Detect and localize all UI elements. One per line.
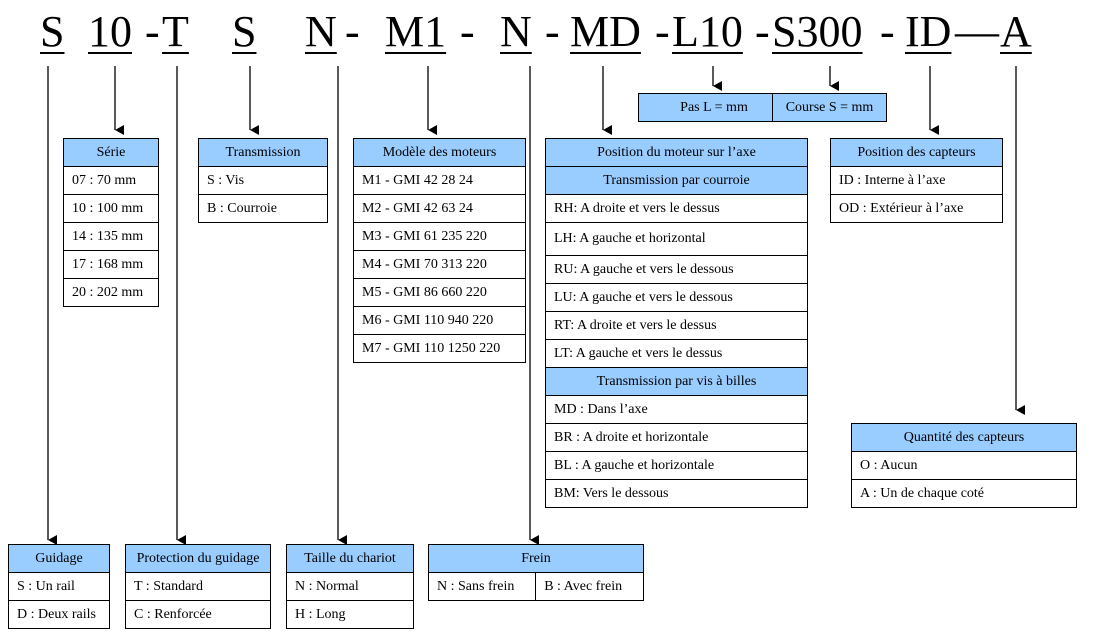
code-sep: - bbox=[545, 7, 560, 56]
frein-row: B : Avec frein bbox=[535, 572, 644, 601]
moteurs-title: Modèle des moteurs bbox=[353, 138, 526, 167]
capteurs-position-row: OD : Extérieur à l’axe bbox=[830, 194, 1003, 223]
vis-subtitle: Transmission par vis à billes bbox=[545, 367, 808, 396]
transmission-table: Transmission S : Vis B : Courroie bbox=[198, 138, 328, 223]
serie-row: 20 : 202 mm bbox=[63, 278, 159, 307]
serie-table: Série 07 : 70 mm 10 : 100 mm 14 : 135 mm… bbox=[63, 138, 159, 307]
code-sep: - bbox=[460, 7, 475, 56]
protection-table: Protection du guidage T : Standard C : R… bbox=[125, 544, 271, 629]
protection-title: Protection du guidage bbox=[125, 544, 271, 573]
serie-row: 10 : 100 mm bbox=[63, 194, 159, 223]
protection-row: C : Renforcée bbox=[125, 600, 271, 629]
courroie-row: RT: A droite et vers le dessus bbox=[545, 311, 808, 340]
code-sep: - bbox=[655, 7, 670, 56]
serie-row: 17 : 168 mm bbox=[63, 250, 159, 279]
code-sep: - bbox=[880, 7, 895, 56]
transmission-title: Transmission bbox=[198, 138, 328, 167]
moteurs-table: Modèle des moteurs M1 - GMI 42 28 24 M2 … bbox=[353, 138, 526, 363]
frein-table: Frein N : Sans frein B : Avec frein bbox=[427, 544, 644, 601]
code-pas: L10 bbox=[672, 7, 743, 56]
code-taille: N bbox=[305, 7, 337, 56]
guidage-table: Guidage S : Un rail D : Deux rails bbox=[8, 544, 110, 629]
moteurs-row: M4 - GMI 70 313 220 bbox=[353, 250, 526, 279]
guidage-row: D : Deux rails bbox=[8, 600, 110, 629]
code-serie: 10 bbox=[88, 7, 132, 56]
serie-title: Série bbox=[63, 138, 159, 167]
position-moteur-title: Position du moteur sur l’axe bbox=[545, 138, 808, 167]
transmission-row: B : Courroie bbox=[198, 194, 328, 223]
code-moteur: M1 bbox=[385, 7, 447, 56]
code-quantite-capteurs: A bbox=[1000, 7, 1032, 56]
code-course: S300 bbox=[772, 7, 863, 56]
serie-row: 07 : 70 mm bbox=[63, 166, 159, 195]
guidage-row: S : Un rail bbox=[8, 572, 110, 601]
code-sep: - bbox=[345, 7, 360, 56]
code-position-moteur: MD bbox=[570, 7, 641, 56]
code-transmission: S bbox=[232, 7, 257, 56]
capteurs-position-title: Position des capteurs bbox=[830, 138, 1003, 167]
transmission-row: S : Vis bbox=[198, 166, 328, 195]
vis-row: BL : A gauche et horizontale bbox=[545, 451, 808, 480]
vis-row: MD : Dans l’axe bbox=[545, 395, 808, 424]
capteurs-quantite-title: Quantité des capteurs bbox=[851, 423, 1077, 452]
code-sep: - bbox=[755, 7, 770, 56]
pas-box: Pas L = mm bbox=[638, 93, 790, 122]
capteurs-quantite-table: Quantité des capteurs O : Aucun A : Un d… bbox=[851, 423, 1077, 508]
vis-row: BM: Vers le dessous bbox=[545, 479, 808, 508]
code-position-capteurs: ID bbox=[905, 7, 952, 56]
code-sep: — bbox=[955, 7, 999, 56]
courroie-row: LU: A gauche et vers le dessous bbox=[545, 283, 808, 312]
moteurs-row: M1 - GMI 42 28 24 bbox=[353, 166, 526, 195]
code-frein: N bbox=[500, 7, 532, 56]
capteurs-quantite-row: O : Aucun bbox=[851, 451, 1077, 480]
courroie-row: RH: A droite et vers le dessus bbox=[545, 194, 808, 223]
position-moteur-table: Position du moteur sur l’axe Transmissio… bbox=[545, 138, 808, 508]
moteurs-row: M6 - GMI 110 940 220 bbox=[353, 306, 526, 335]
code-sep: - bbox=[145, 7, 160, 56]
moteurs-row: M3 - GMI 61 235 220 bbox=[353, 222, 526, 251]
guidage-title: Guidage bbox=[8, 544, 110, 573]
serie-row: 14 : 135 mm bbox=[63, 222, 159, 251]
frein-row: N : Sans frein bbox=[427, 572, 537, 601]
capteurs-position-row: ID : Interne à l’axe bbox=[830, 166, 1003, 195]
code-guidage: S bbox=[40, 7, 65, 56]
moteurs-row: M5 - GMI 86 660 220 bbox=[353, 278, 526, 307]
taille-row: H : Long bbox=[286, 600, 414, 629]
vis-row: BR : A droite et horizontale bbox=[545, 423, 808, 452]
capteurs-quantite-row: A : Un de chaque coté bbox=[851, 479, 1077, 508]
taille-title: Taille du chariot bbox=[286, 544, 414, 573]
moteurs-row: M7 - GMI 110 1250 220 bbox=[353, 334, 526, 363]
course-box: Course S = mm bbox=[772, 93, 887, 122]
courroie-row: RU: A gauche et vers le dessous bbox=[545, 255, 808, 284]
frein-title: Frein bbox=[428, 544, 644, 573]
protection-row: T : Standard bbox=[125, 572, 271, 601]
taille-table: Taille du chariot N : Normal H : Long bbox=[286, 544, 414, 629]
courroie-subtitle: Transmission par courroie bbox=[545, 166, 808, 195]
courroie-row: LT: A gauche et vers le dessus bbox=[545, 339, 808, 368]
capteurs-position-table: Position des capteurs ID : Interne à l’a… bbox=[830, 138, 1003, 223]
taille-row: N : Normal bbox=[286, 572, 414, 601]
courroie-row: LH: A gauche et horizontal bbox=[545, 222, 808, 256]
code-protection: T bbox=[162, 7, 189, 56]
moteurs-row: M2 - GMI 42 63 24 bbox=[353, 194, 526, 223]
